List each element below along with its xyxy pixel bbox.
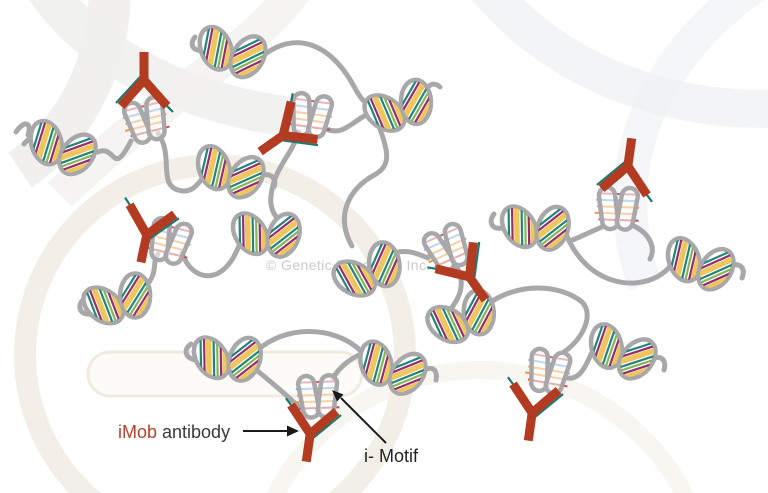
- dna-single-strand: [631, 223, 655, 262]
- dna-single-strand: [155, 130, 209, 194]
- label-arrowhead-icon: [287, 425, 299, 437]
- dna-single-strand: [251, 365, 303, 411]
- imob-antibody-label: iMob antibody: [118, 422, 230, 442]
- dna-single-strand: [561, 225, 675, 286]
- label-imob-antibody: iMob antibody: [118, 422, 299, 442]
- label-i-motif: i- Motif: [332, 390, 419, 466]
- dna-single-strand: [488, 211, 505, 231]
- dna-single-strand: [13, 121, 32, 138]
- label-arrow-line: [340, 397, 387, 444]
- imob-label-rest: antibody: [157, 422, 230, 442]
- i-motif-label: i- Motif: [364, 446, 419, 466]
- dna-single-strand: [255, 329, 365, 355]
- dna-single-strand: [179, 240, 243, 279]
- dna-helix-segment: [339, 50, 464, 166]
- dna-single-strand: [567, 224, 605, 244]
- dna-single-strand: [341, 118, 390, 249]
- imob-label-highlight: iMob: [118, 422, 157, 442]
- label-arrowhead-icon: [332, 390, 344, 402]
- dna-single-strand: [485, 285, 590, 355]
- dna-single-strand: [95, 138, 134, 162]
